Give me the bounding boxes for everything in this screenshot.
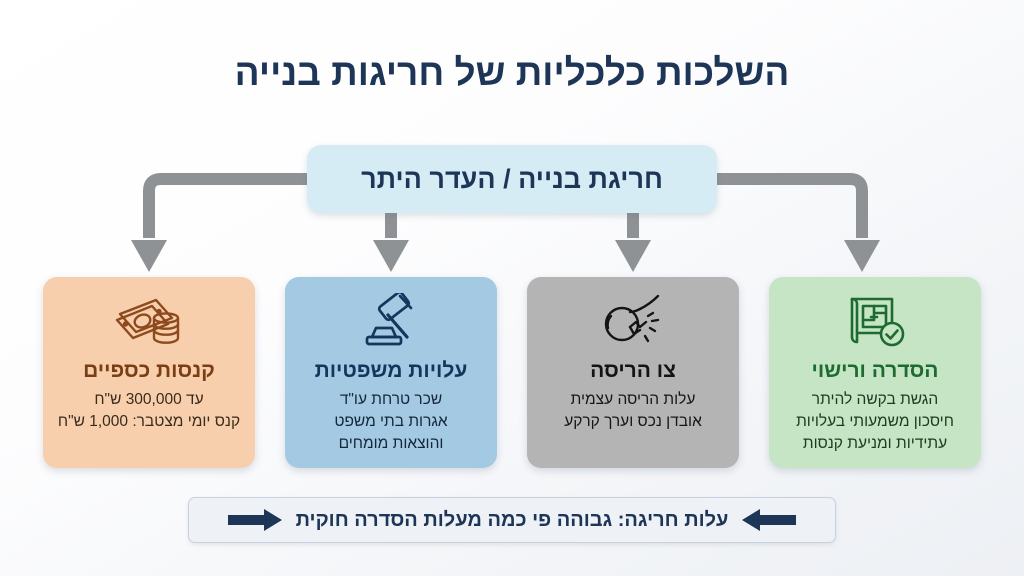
card-line: שכר טרחת עו"ד bbox=[339, 391, 443, 409]
card-line: עד 300,000 ש"ח bbox=[94, 391, 204, 409]
page-title: השלכות כלכליות של חריגות בנייה bbox=[234, 52, 790, 93]
card-description: הגשת בקשה להיתר חיסכון משמעותי בעלויות ע… bbox=[788, 389, 962, 455]
card-line: קנס יומי מצטבר: 1,000 ש"ח bbox=[57, 413, 241, 431]
wrecking-ball-icon bbox=[596, 291, 670, 353]
card-line: הגשת בקשה להיתר bbox=[811, 391, 939, 409]
footer-banner-text: עלות חריגה: גבוהה פי כמה מעלות הסדרה חוק… bbox=[295, 508, 729, 531]
card-description: עלות הריסה עצמית אובדן נכס וערך קרקע bbox=[556, 389, 710, 433]
blueprint-approved-icon bbox=[840, 291, 910, 353]
money-cash-icon bbox=[112, 291, 186, 353]
footer-comparison-banner[interactable]: עלות חריגה: גבוהה פי כמה מעלות הסדרה חוק… bbox=[188, 497, 836, 543]
card-legal-costs[interactable]: עלויות משפטיות שכר טרחת עו"ד אגרות בתי מ… bbox=[285, 277, 497, 468]
root-node-label: חריגת בנייה / העדר היתר bbox=[361, 163, 663, 194]
card-description: עד 300,000 ש"ח קנס יומי מצטבר: 1,000 ש"ח bbox=[50, 389, 248, 433]
card-line: חיסכון משמעותי בעלויות bbox=[796, 413, 954, 431]
card-title: הסדרה ורישוי bbox=[811, 359, 939, 382]
card-title: קנסות כספיים bbox=[83, 359, 215, 382]
card-title: צו הריסה bbox=[590, 359, 676, 382]
card-demolition-order[interactable]: צו הריסה עלות הריסה עצמית אובדן נכס וערך… bbox=[527, 277, 739, 468]
card-line: עתידיות ומניעת קנסות bbox=[802, 435, 948, 453]
card-title: עלויות משפטיות bbox=[314, 359, 468, 382]
card-line: אגרות בתי משפט bbox=[334, 413, 448, 431]
card-line: עלות הריסה עצמית bbox=[570, 391, 696, 409]
arrow-right-icon bbox=[227, 507, 282, 533]
card-line: והוצאות מומחים bbox=[338, 435, 444, 453]
arrow-left-icon bbox=[742, 507, 797, 533]
card-line: אובדן נכס וערך קרקע bbox=[564, 413, 702, 431]
card-description: שכר טרחת עו"ד אגרות בתי משפט והוצאות מומ… bbox=[326, 389, 455, 455]
card-regulation-licensing[interactable]: הסדרה ורישוי הגשת בקשה להיתר חיסכון משמע… bbox=[769, 277, 981, 468]
root-node-building-violation[interactable]: חריגת בנייה / העדר היתר bbox=[307, 145, 717, 213]
card-fines[interactable]: קנסות כספיים עד 300,000 ש"ח קנס יומי מצט… bbox=[43, 277, 255, 468]
gavel-icon bbox=[358, 291, 424, 353]
connector-arrowheads bbox=[131, 240, 880, 272]
